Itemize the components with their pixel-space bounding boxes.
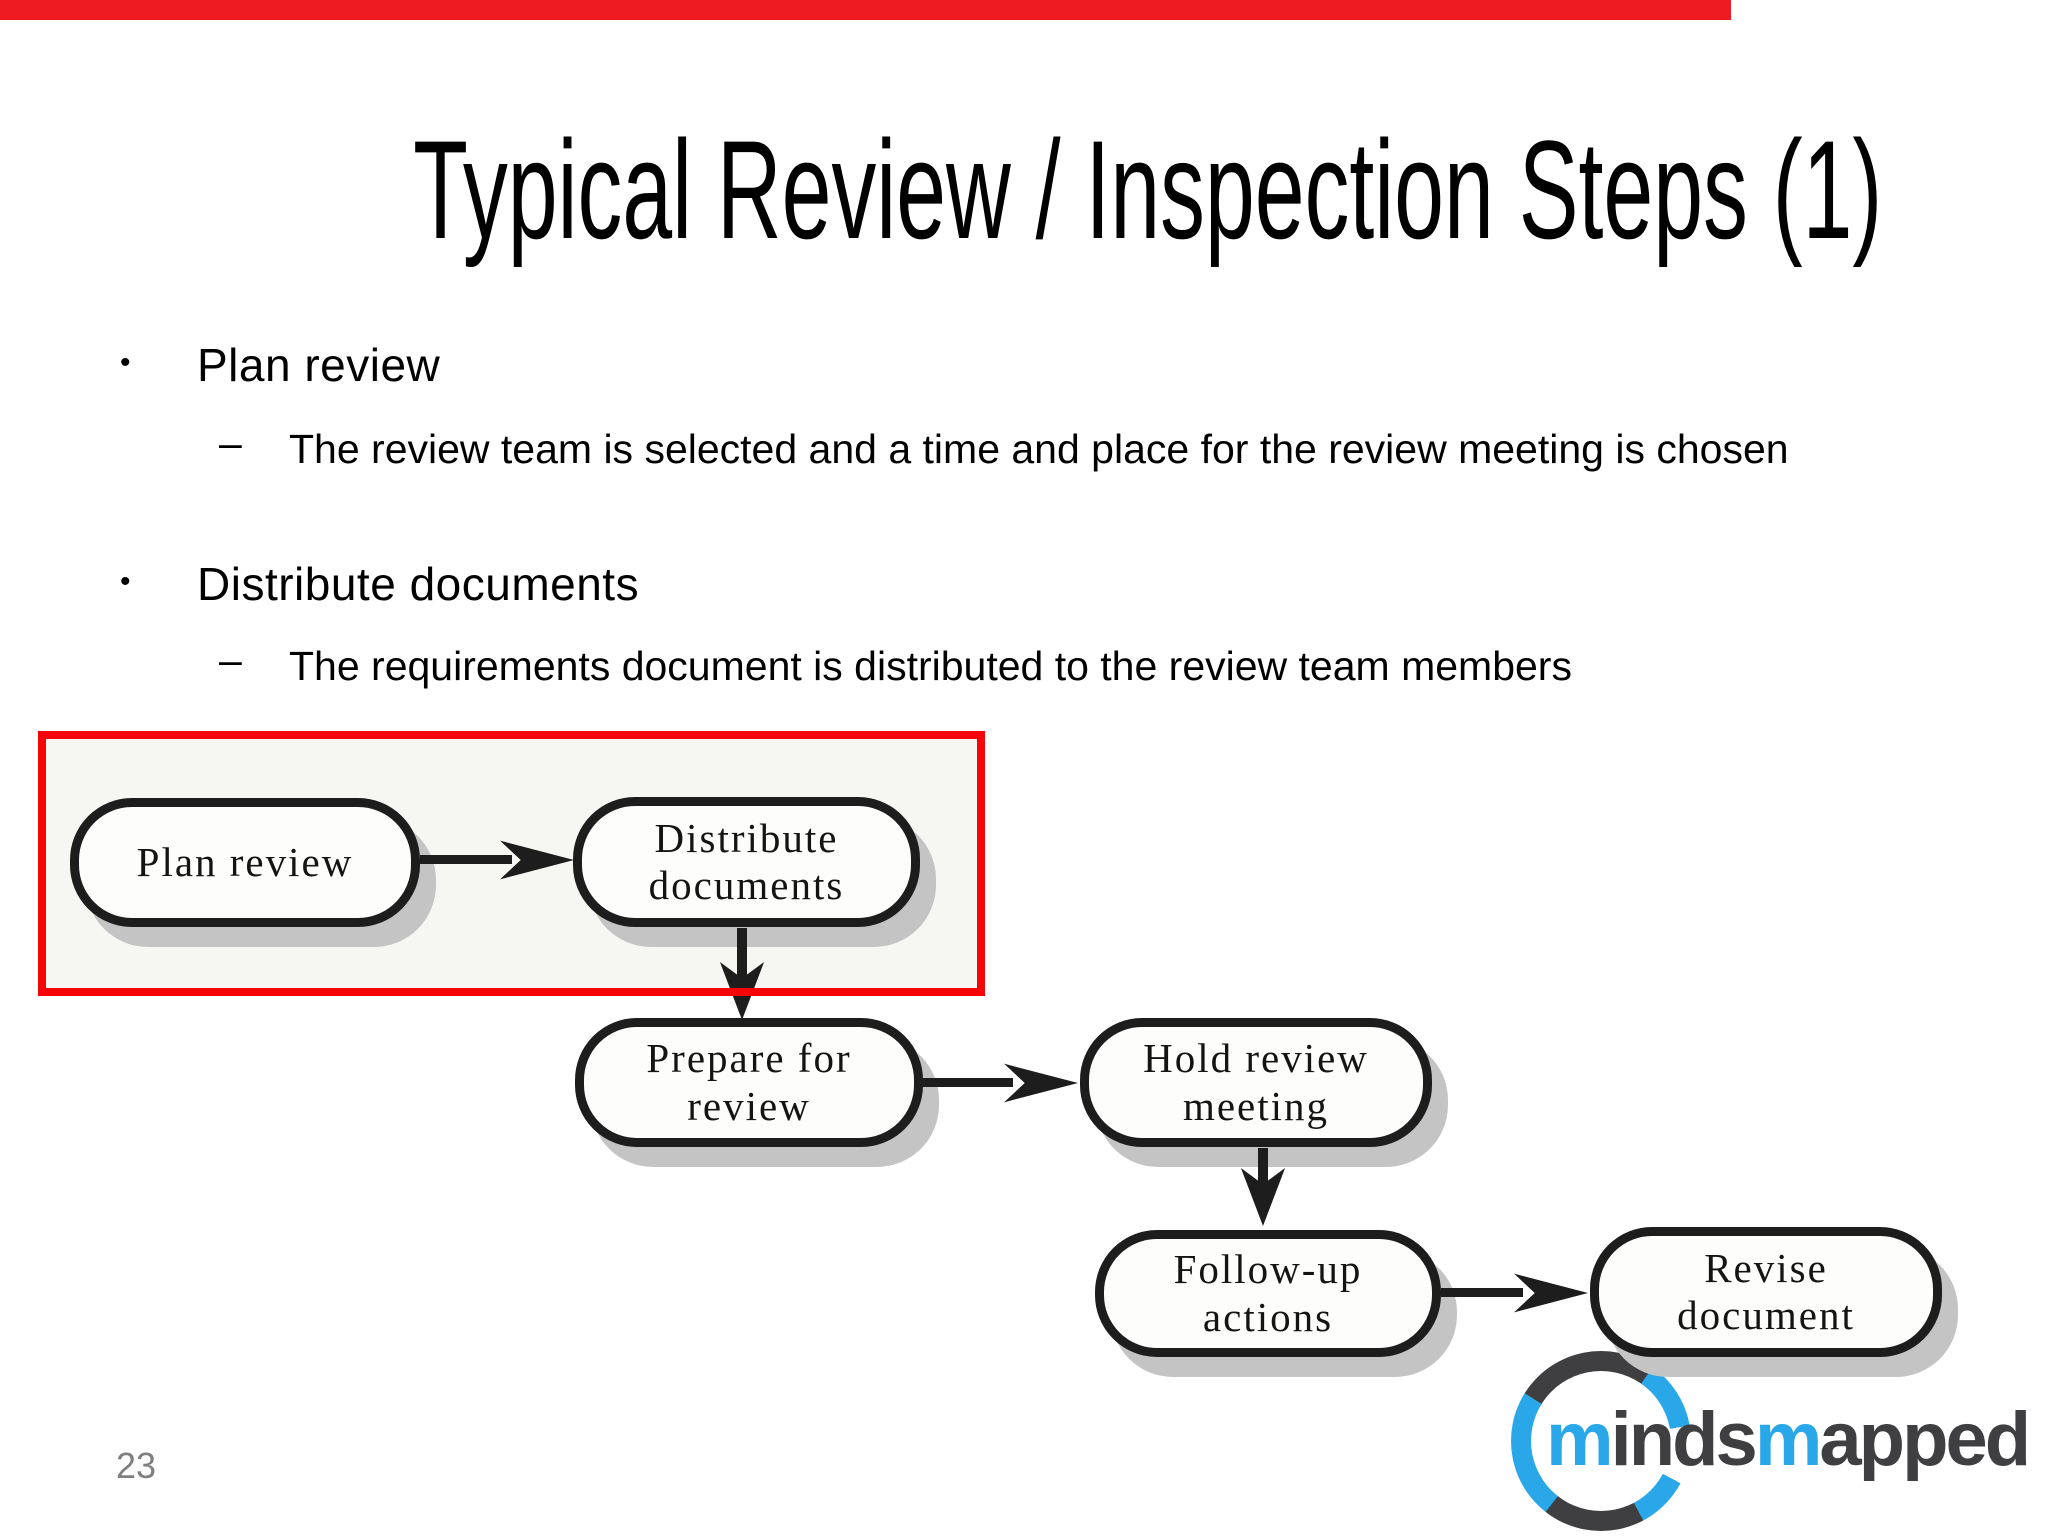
- node-label: Follow-up: [1173, 1246, 1363, 1293]
- logo-segment: apped: [1819, 1397, 2031, 1482]
- flowchart-node-hold-review-meeting: Hold review meeting: [1080, 1018, 1432, 1147]
- sub-bullet-plan-review: The review team is selected and a time a…: [289, 426, 1789, 472]
- flowchart-node-follow-up-actions: Follow-up actions: [1095, 1230, 1441, 1357]
- arrow-prepare-to-hold: [923, 1078, 1013, 1087]
- page-title: Typical Review / Inspection Steps (1): [0, 116, 2048, 263]
- bullet-dot: •: [120, 565, 131, 598]
- sub-bullet-dash: –: [219, 637, 242, 683]
- arrow-followup-to-revise: [1441, 1288, 1523, 1297]
- bullet-plan-review: Plan review: [197, 339, 441, 391]
- node-label: review: [687, 1082, 811, 1129]
- node-label: documents: [648, 862, 845, 908]
- page-number: 23: [116, 1445, 157, 1486]
- mindsmapped-logo-text: mindsmapped: [1546, 1396, 2031, 1483]
- arrow-distribute-to-prepare: [737, 928, 747, 978]
- flowchart-node-prepare-for-review: Prepare for review: [575, 1018, 923, 1147]
- arrow-plan-to-distribute: [420, 855, 512, 864]
- highlight-rectangle: [38, 731, 985, 996]
- arrowhead-right-icon: [1004, 1063, 1078, 1103]
- mindsmapped-logo-ring-icon: [1511, 1351, 1691, 1531]
- logo-segment: m: [1546, 1397, 1614, 1482]
- node-label: Prepare for: [646, 1035, 852, 1082]
- node-label: meeting: [1182, 1082, 1330, 1129]
- arrowhead-right-icon: [1514, 1273, 1588, 1313]
- sub-bullet-dash: –: [219, 420, 242, 466]
- node-label: document: [1677, 1292, 1855, 1338]
- node-label: Plan review: [136, 838, 354, 885]
- logo-segment: inds: [1610, 1397, 1758, 1482]
- flowchart-node-distribute-documents: Distribute documents: [573, 797, 920, 927]
- node-label: Distribute: [654, 814, 839, 861]
- flowchart-node-revise-document: Revise document: [1590, 1227, 1942, 1357]
- node-label: actions: [1202, 1293, 1334, 1340]
- logo-ring-inner: [1531, 1371, 1671, 1511]
- sub-bullet-distribute-documents: The requirements document is distributed…: [289, 643, 1572, 689]
- bullet-distribute-documents: Distribute documents: [197, 558, 640, 610]
- node-label: Revise: [1704, 1244, 1828, 1291]
- top-progress-bar: [0, 0, 1731, 20]
- logo-segment: m: [1754, 1397, 1823, 1482]
- flowchart-node-plan-review: Plan review: [70, 798, 420, 927]
- page-title-text: Typical Review / Inspection Steps (1): [413, 111, 1883, 268]
- arrow-hold-to-followup: [1258, 1148, 1268, 1193]
- node-label: Hold review: [1143, 1035, 1369, 1082]
- bullet-dot: •: [120, 346, 131, 379]
